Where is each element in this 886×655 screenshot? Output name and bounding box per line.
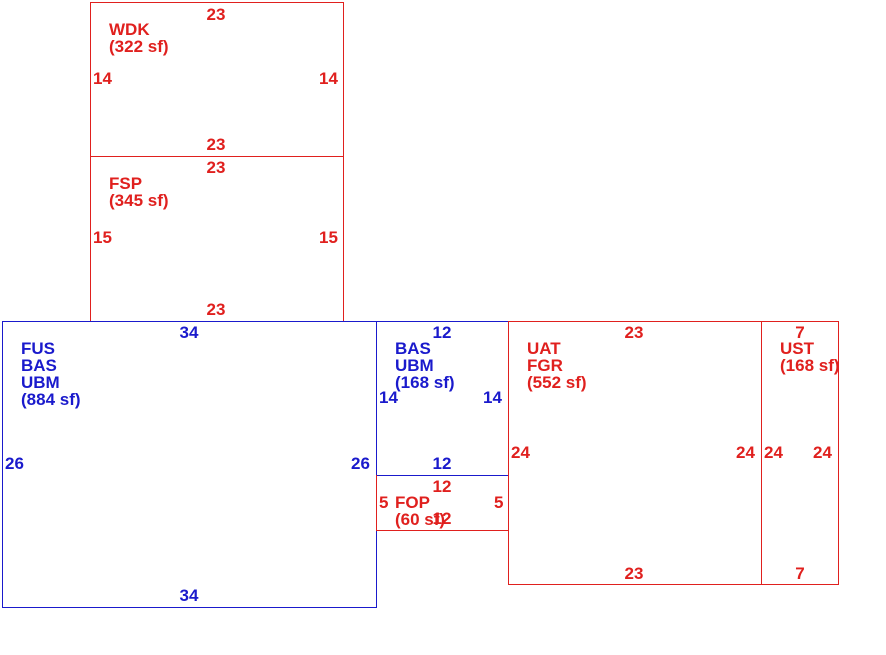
area-main-label: FUS BAS UBM (884 sf): [21, 340, 81, 408]
dim-bottom: 34: [179, 586, 199, 605]
dim-top: 23: [624, 323, 644, 342]
area-size: (552 sf): [527, 373, 587, 392]
area-size: (322 sf): [109, 37, 169, 56]
dim-top: 23: [206, 158, 226, 177]
area-uat-label: UAT FGR (552 sf): [527, 340, 587, 391]
area-code: FGR: [527, 356, 563, 375]
dim-left: 24: [511, 443, 530, 462]
area-size: (60 sf): [395, 510, 446, 529]
dim-right: 15: [319, 228, 338, 247]
area-code: UST: [780, 339, 814, 358]
dim-left: 24: [764, 443, 783, 462]
dim-left: 5: [379, 493, 389, 512]
dim-right: 5: [494, 493, 504, 512]
dim-top: 34: [179, 323, 199, 342]
area-code: UAT: [527, 339, 561, 358]
area-wdk-label: WDK (322 sf): [109, 21, 169, 55]
area-code: UBM: [21, 373, 60, 392]
area-size: (345 sf): [109, 191, 169, 210]
area-size: (168 sf): [395, 373, 455, 392]
dim-bottom: 7: [795, 564, 805, 583]
dim-bottom: 12: [432, 454, 452, 473]
area-fsp-label: FSP (345 sf): [109, 175, 169, 209]
dim-top: 12: [432, 323, 452, 342]
dim-top: 23: [206, 5, 226, 24]
area-code: FOP: [395, 493, 430, 512]
area-code: BAS: [395, 339, 431, 358]
dim-right: 24: [813, 443, 832, 462]
dim-left: 26: [5, 454, 24, 473]
area-code: FSP: [109, 174, 143, 193]
area-code: WDK: [109, 20, 150, 39]
dim-top: 7: [795, 323, 805, 342]
dim-right: 26: [351, 454, 370, 473]
dim-left: 14: [379, 388, 398, 407]
dim-right: 14: [319, 69, 338, 88]
dim-top: 12: [432, 477, 452, 496]
area-size: (168 sf): [780, 356, 840, 375]
dim-left: 15: [93, 228, 112, 247]
dim-bottom: 23: [624, 564, 644, 583]
dim-bottom: 12: [432, 509, 452, 528]
area-code: FUS: [21, 339, 55, 358]
area-fop-label: FOP (60 sf): [395, 494, 445, 528]
dim-bottom: 23: [206, 135, 226, 154]
area-bas-ubm-label: BAS UBM (168 sf): [395, 340, 455, 391]
dim-left: 14: [93, 69, 112, 88]
dim-right: 14: [483, 388, 502, 407]
area-code: UBM: [395, 356, 434, 375]
area-ust-outline: [761, 321, 839, 585]
area-ust-label: UST (168 sf): [780, 340, 840, 374]
area-size: (884 sf): [21, 390, 81, 409]
area-code: BAS: [21, 356, 57, 375]
dim-bottom: 23: [206, 300, 226, 319]
dim-right: 24: [736, 443, 755, 462]
